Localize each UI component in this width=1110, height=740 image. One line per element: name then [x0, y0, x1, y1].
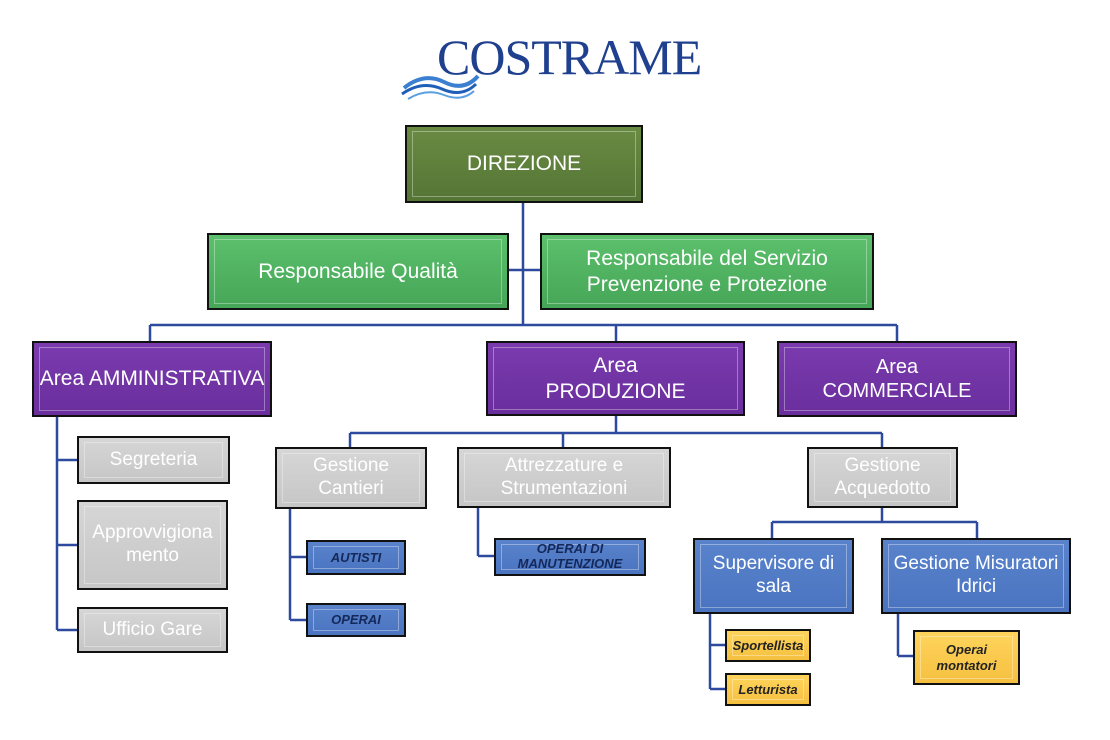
box-label: Area PRODUZIONE	[545, 354, 686, 403]
box-responsabile-qualita: Responsabile Qualità	[207, 233, 509, 310]
box-operai-manutenzione: OPERAI DI MANUTENZIONE	[494, 538, 646, 576]
box-label: AUTISTI	[330, 549, 382, 565]
box-label: Area AMMINISTRATIVA	[39, 367, 265, 391]
box-label: Supervisore di sala	[712, 553, 835, 597]
waves-icon	[401, 74, 480, 100]
box-label: Letturista	[738, 681, 798, 697]
box-operai: OPERAI	[306, 603, 406, 637]
box-ufficio-gare: Ufficio Gare	[77, 607, 228, 653]
box-area-produzione: Area PRODUZIONE	[486, 341, 745, 416]
box-label: Sportellista	[732, 637, 804, 653]
box-label: Responsabile Qualità	[258, 259, 458, 283]
box-area-commerciale: Area COMMERCIALE	[777, 341, 1017, 417]
box-area-amministrativa: Area AMMINISTRATIVA	[32, 341, 272, 417]
box-label: OPERAI DI MANUTENZIONE	[517, 541, 623, 571]
box-gestione-misuratori: Gestione Misuratori Idrici	[881, 538, 1071, 614]
costrame-logo: COSTRAME	[400, 28, 702, 108]
box-sportellista: Sportellista	[725, 629, 811, 662]
box-direzione: DIREZIONE	[405, 125, 643, 203]
box-label: Segreteria	[109, 448, 198, 470]
box-label: Responsabile del Servizio Prevenzione e …	[586, 247, 828, 296]
box-label: Attrezzature e Strumentazioni	[500, 454, 628, 499]
box-label: Gestione Cantieri	[312, 455, 390, 499]
box-label: Ufficio Gare	[102, 618, 203, 640]
box-label: Gestione Misuratori Idrici	[893, 553, 1059, 597]
box-segreteria: Segreteria	[77, 436, 230, 484]
box-operai-montatori: Operai montatori	[913, 630, 1020, 685]
box-attrezzature: Attrezzature e Strumentazioni	[457, 447, 671, 508]
box-label: DIREZIONE	[466, 152, 582, 176]
box-label: OPERAI	[331, 612, 381, 628]
box-label: Area COMMERCIALE	[822, 356, 972, 402]
box-letturista: Letturista	[725, 673, 811, 706]
box-approvvigionamento: Approvvigiona mento	[77, 500, 228, 590]
box-label: Gestione Acquedotto	[834, 454, 931, 499]
box-label: Approvvigiona mento	[92, 522, 213, 566]
box-gestione-acquedotto: Gestione Acquedotto	[807, 447, 958, 508]
box-autisti: AUTISTI	[306, 540, 406, 575]
box-responsabile-rspp: Responsabile del Servizio Prevenzione e …	[540, 233, 874, 310]
box-supervisore-di-sala: Supervisore di sala	[693, 538, 854, 614]
logo-text: COSTRAME	[437, 29, 702, 85]
box-gestione-cantieri: Gestione Cantieri	[275, 447, 427, 509]
box-label: Operai montatori	[936, 641, 997, 673]
